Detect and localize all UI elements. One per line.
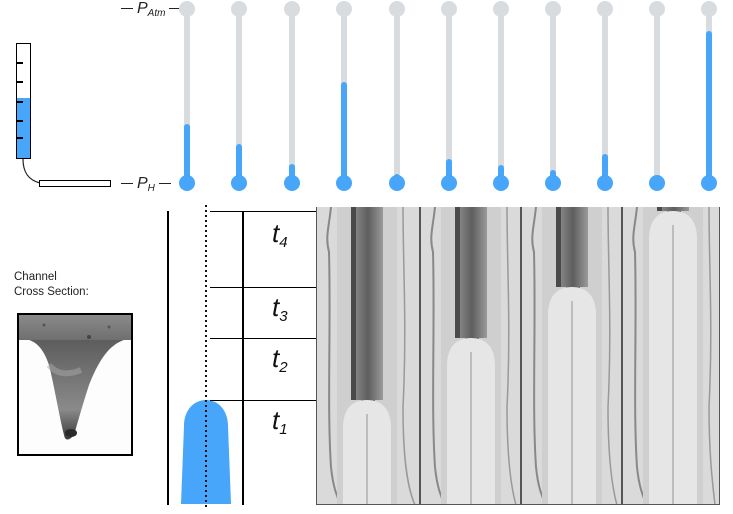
reservoir-tick <box>17 120 23 122</box>
gauge-track <box>446 10 452 180</box>
gauge-bulb <box>284 175 300 191</box>
gauge-cap <box>336 1 352 17</box>
gauge-cap <box>701 1 717 17</box>
gauge-cap <box>545 1 561 17</box>
time-line-t1 <box>210 400 372 402</box>
gauge-fill <box>289 163 295 182</box>
caption-line-1: Channel <box>14 271 57 283</box>
reservoir-tick <box>17 101 23 103</box>
pressure-gauge <box>489 0 513 196</box>
gauge-bulb <box>493 175 509 191</box>
gauge-bulb <box>441 175 457 191</box>
gauge-bulb <box>336 175 352 191</box>
gauge-track <box>184 10 190 180</box>
gauge-bulb <box>389 175 405 191</box>
caption-line-2: Cross Section: <box>14 286 89 298</box>
pressure-gauge <box>332 0 356 196</box>
pressure-gauge <box>280 0 304 196</box>
p-atm-label: PAtm <box>117 0 185 19</box>
pressure-gauge <box>593 0 617 196</box>
channel-wall-left <box>167 211 169 505</box>
centerline-dotted <box>205 205 207 507</box>
gauge-track <box>236 10 242 180</box>
gauge-track <box>654 10 660 180</box>
gauge-fill <box>236 143 242 182</box>
gauge-cap <box>389 1 405 17</box>
gauge-track <box>498 10 504 180</box>
gauge-track <box>394 10 400 180</box>
pressure-gauge <box>175 0 199 196</box>
time-label-t2: t2 <box>272 343 288 376</box>
gauge-cap <box>284 1 300 17</box>
gauge-cap <box>179 1 195 17</box>
gauge-fill <box>341 82 347 182</box>
gauge-cap <box>493 1 509 17</box>
pressure-gauge <box>385 0 409 196</box>
channel-schematic <box>39 180 111 187</box>
gauge-cap <box>649 1 665 17</box>
gauge-track <box>602 10 608 180</box>
reservoir-tick <box>17 81 23 83</box>
gauge-fill <box>602 153 608 182</box>
reservoir-tick <box>17 62 23 64</box>
time-label-t3: t3 <box>272 292 288 325</box>
gauge-bulb <box>649 175 665 191</box>
channel-wall-right <box>242 211 244 505</box>
pressure-gauge <box>541 0 565 196</box>
connector-tubing <box>22 158 41 184</box>
gauge-cap <box>441 1 457 17</box>
reservoir-tube <box>16 43 31 159</box>
gauge-track <box>289 10 295 180</box>
micrograph-frame-t1 <box>316 207 420 505</box>
pressure-gauge <box>645 0 669 196</box>
time-label-t4: t4 <box>272 218 288 251</box>
time-label-t1: t1 <box>272 405 288 438</box>
gauge-fill <box>706 30 712 182</box>
reservoir-fluid <box>17 97 30 158</box>
p-h-label: PH <box>117 175 175 194</box>
gauge-cap <box>231 1 247 17</box>
gauge-fill <box>498 165 504 182</box>
pressure-gauge <box>697 0 721 196</box>
gauge-fill <box>184 123 190 182</box>
micrograph-frame-t2 <box>420 207 521 505</box>
gauge-cap <box>597 1 613 17</box>
cross-section-caption: Channel Cross Section: <box>14 270 89 300</box>
micrograph-frame-t3 <box>521 207 622 505</box>
gauge-track <box>550 10 556 180</box>
reservoir-tick <box>17 137 23 139</box>
gauge-bulb <box>701 175 717 191</box>
gauge-bulb <box>545 175 561 191</box>
cross-section-image <box>17 313 133 456</box>
micrograph-frame-t4 <box>622 207 720 505</box>
pressure-gauge <box>437 0 461 196</box>
gauge-bulb <box>597 175 613 191</box>
gauge-bulb <box>179 175 195 191</box>
gauge-bulb <box>231 175 247 191</box>
pressure-gauge <box>227 0 251 196</box>
gauge-fill <box>446 158 452 182</box>
